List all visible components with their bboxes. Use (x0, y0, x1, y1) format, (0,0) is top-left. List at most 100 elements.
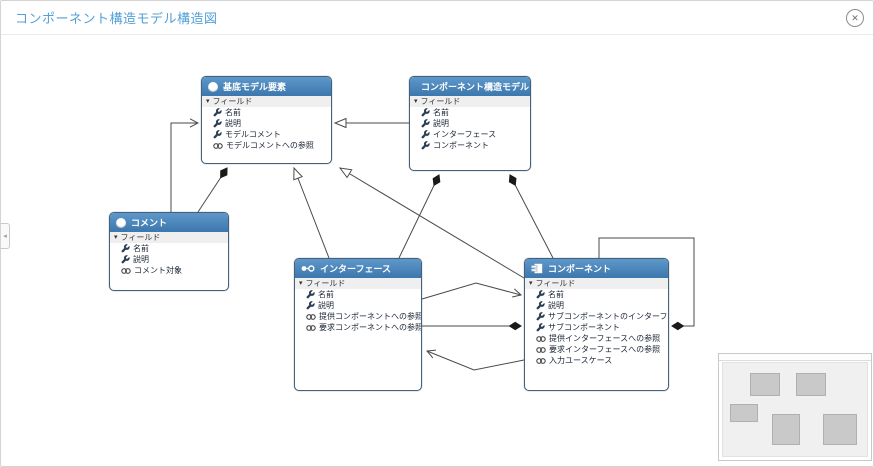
field-row[interactable]: 提供インターフェースへの参照 (525, 333, 668, 344)
field-row[interactable]: コメント対象 (110, 265, 228, 276)
node-comment[interactable]: コメント ▾ フィールド 名前 説明 コメント対象 (109, 212, 229, 291)
field-group-row[interactable]: ▾ フィールド (110, 232, 228, 243)
reference-icon (306, 313, 316, 320)
field-label: フィールド (535, 279, 576, 288)
wrench-icon (421, 108, 430, 117)
node-body: ▾ フィールド 名前 説明 インターフェース コンポーネント (410, 96, 530, 151)
edge-csm-composes-component[interactable] (510, 175, 554, 259)
edge-csm-composes-interface[interactable] (398, 175, 439, 259)
field-row[interactable]: 要求インターフェースへの参照 (525, 344, 668, 355)
node-base-model-element[interactable]: 基底モデル要素 ▾ フィールド 名前 説明 モデルコメント (201, 76, 332, 164)
node-component-structure-model[interactable]: コンポーネント構造モデル ▾ フィールド 名前 説明 インターフェース (409, 76, 531, 171)
minimap-node-component (823, 414, 857, 445)
reference-icon (536, 357, 546, 364)
collapse-left-icon: ◂ (3, 233, 7, 240)
wrench-icon (421, 130, 430, 139)
interface-icon (301, 265, 315, 272)
component-icon (531, 263, 543, 274)
wrench-icon (121, 255, 130, 264)
field-row[interactable]: 説明 (525, 300, 668, 311)
node-component[interactable]: コンポーネント ▾ フィールド 名前 説明 サブコンポーネントのインターフェース (524, 258, 669, 391)
node-interface[interactable]: インターフェース ▾ フィールド 名前 説明 提供コンポーネントへの参照 (294, 258, 422, 391)
node-body: ▾ フィールド 名前 説明 モデルコメント モデルコメントへの参照 (202, 96, 331, 151)
field-label: フィールド (120, 233, 161, 242)
edge-component-self-composition[interactable] (598, 237, 695, 326)
expander-icon[interactable]: ▾ (114, 234, 118, 241)
field-row[interactable]: モデルコメントへの参照 (202, 140, 331, 151)
node-header[interactable]: 基底モデル要素 (202, 77, 331, 96)
circle-icon (116, 217, 126, 228)
circle-icon (208, 81, 218, 92)
field-row[interactable]: コンポーネント (410, 140, 530, 151)
field-label: コンポーネント (433, 141, 489, 150)
node-header[interactable]: インターフェース (295, 259, 421, 278)
field-label: 説明 (133, 255, 149, 264)
reference-icon (213, 142, 223, 149)
field-row[interactable]: 入力ユースケース (525, 355, 668, 366)
field-row[interactable]: インターフェース (410, 129, 530, 140)
field-label: 提供インターフェースへの参照 (549, 334, 661, 343)
field-group-row[interactable]: ▾ フィールド (410, 96, 530, 107)
field-row[interactable]: 要求コンポーネントへの参照 (295, 322, 421, 333)
reference-icon (306, 324, 316, 331)
minimap-node-component-structure-model (796, 373, 826, 396)
field-label: 要求インターフェースへの参照 (549, 345, 661, 354)
field-row[interactable]: 説明 (202, 118, 331, 129)
page-title: コンポーネント構造モデル構造図 (15, 11, 218, 26)
wrench-icon (536, 312, 545, 321)
field-row[interactable]: 名前 (525, 289, 668, 300)
field-row[interactable]: 名前 (410, 107, 530, 118)
field-row[interactable]: 説明 (410, 118, 530, 129)
field-label: 説明 (225, 119, 241, 128)
edge-interface-references-component[interactable] (421, 282, 521, 300)
field-label: 名前 (133, 244, 149, 253)
field-label: モデルコメントへの参照 (226, 141, 314, 150)
field-row[interactable]: 名前 (110, 243, 228, 254)
node-header[interactable]: コメント (110, 213, 228, 232)
field-row[interactable]: サブコンポーネント (525, 322, 668, 333)
wrench-icon (306, 290, 315, 299)
node-title: コンポーネント構造モデル (421, 82, 530, 92)
node-header[interactable]: コンポーネント構造モデル (410, 77, 530, 96)
expander-icon[interactable]: ▾ (206, 98, 210, 105)
diagram-canvas[interactable]: 基底モデル要素 ▾ フィールド 名前 説明 モデルコメント (1, 36, 873, 466)
collapse-panel-handle[interactable]: ◂ (1, 223, 10, 249)
field-group-row[interactable]: ▾ フィールド (295, 278, 421, 289)
wrench-icon (306, 301, 315, 310)
edge-interface-generalizes-base[interactable] (294, 168, 330, 259)
wrench-icon (213, 130, 222, 139)
field-row[interactable]: 名前 (295, 289, 421, 300)
minimap-node-base-model (750, 373, 780, 396)
field-row[interactable]: 名前 (202, 107, 331, 118)
wrench-icon (121, 244, 130, 253)
expander-icon[interactable]: ▾ (529, 280, 533, 287)
field-group-row[interactable]: ▾ フィールド (525, 278, 668, 289)
reference-icon (536, 346, 546, 353)
field-row[interactable]: 説明 (295, 300, 421, 311)
edge-component-references-interface[interactable] (427, 351, 525, 371)
field-label: 名前 (318, 290, 334, 299)
reference-icon (121, 267, 131, 274)
node-title: コメント (131, 218, 168, 228)
close-button[interactable]: ✕ (846, 9, 864, 27)
node-title: 基底モデル要素 (223, 82, 287, 92)
expander-icon[interactable]: ▾ (299, 280, 303, 287)
node-title: インターフェース (320, 264, 392, 274)
field-row[interactable]: 提供コンポーネントへの参照 (295, 311, 421, 322)
field-label: モデルコメント (225, 130, 281, 139)
field-label: フィールド (212, 97, 253, 106)
field-row[interactable]: モデルコメント (202, 129, 331, 140)
wrench-icon (536, 323, 545, 332)
minimap[interactable] (718, 353, 872, 461)
field-row[interactable]: サブコンポーネントのインターフェース (525, 311, 668, 322)
field-row[interactable]: 説明 (110, 254, 228, 265)
close-icon: ✕ (851, 12, 859, 23)
field-label: 名前 (433, 108, 449, 117)
edge-component-generalizes-base[interactable] (340, 168, 525, 279)
expander-icon[interactable]: ▾ (414, 98, 418, 105)
field-group-row[interactable]: ▾ フィールド (202, 96, 331, 107)
node-header[interactable]: コンポーネント (525, 259, 668, 278)
field-label: サブコンポーネントのインターフェース (548, 312, 668, 321)
edge-base-composes-comment[interactable] (197, 168, 227, 213)
edge-comment-references-base[interactable] (170, 123, 198, 212)
